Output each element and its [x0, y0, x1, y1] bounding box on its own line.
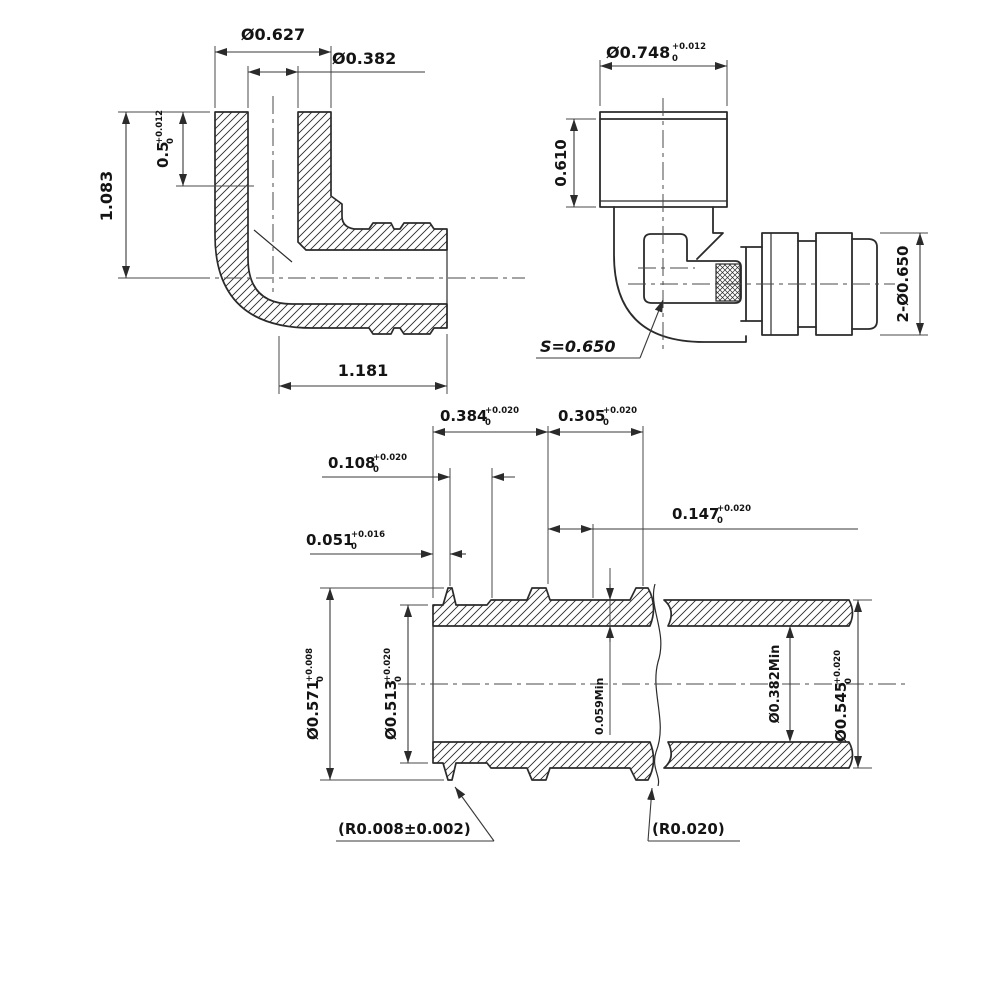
- svg-text:Ø0.571: Ø0.571: [304, 680, 322, 740]
- svg-text:Ø0.627: Ø0.627: [241, 25, 305, 44]
- dim-socket-depth: 0.5 +0.012 0: [154, 110, 254, 187]
- svg-text:0: 0: [373, 465, 379, 475]
- svg-text:+0.012: +0.012: [672, 42, 706, 52]
- detail-top-wall-left: [432, 587, 655, 627]
- elbow-section-wall-left: [214, 111, 448, 335]
- dim-cap-height: 0.610: [552, 118, 596, 208]
- svg-text:0.059Min: 0.059Min: [593, 678, 606, 735]
- svg-text:0: 0: [672, 54, 678, 64]
- dim-barb-length-1: 0.384 +0.020 0: [432, 406, 549, 598]
- dim-tip-chamfer-length: 0.051 +0.016 0: [306, 530, 466, 558]
- svg-text:0.108: 0.108: [328, 454, 375, 472]
- view-front-section: Ø0.627 Ø0.382 1.083 0.5 +0.012 0: [97, 25, 525, 394]
- dim-tip-length: 0.108 +0.020 0: [322, 453, 515, 598]
- dim-bore-diameter-min: Ø0.382Min: [768, 626, 794, 742]
- svg-text:0.305: 0.305: [558, 407, 605, 425]
- svg-text:+0.016: +0.016: [351, 530, 385, 540]
- svg-text:0: 0: [316, 676, 326, 682]
- body-outer-curve: [613, 206, 747, 343]
- svg-text:0: 0: [166, 138, 176, 144]
- svg-text:0: 0: [394, 676, 404, 682]
- svg-text:0: 0: [351, 542, 357, 552]
- dim-tip-diameter: Ø0.513 +0.020 0: [382, 604, 428, 764]
- svg-text:0: 0: [844, 678, 854, 684]
- detail-bottom-wall-left: [432, 741, 655, 781]
- svg-text:+0.012: +0.012: [155, 110, 165, 144]
- dim-body-diameter: Ø0.545 +0.020 0: [832, 599, 872, 769]
- svg-text:1.083: 1.083: [97, 171, 116, 222]
- body-right-chamfer: [696, 206, 724, 260]
- detail-bottom-wall-right: [663, 741, 854, 769]
- svg-text:0: 0: [717, 516, 723, 526]
- dim-socket-bore-diameter: Ø0.382: [247, 49, 425, 108]
- svg-text:0: 0: [603, 418, 609, 428]
- svg-text:S=0.650: S=0.650: [540, 337, 616, 356]
- dim-barb-outer-diameter: 2-Ø0.650: [880, 232, 928, 336]
- svg-text:(R0.020): (R0.020): [652, 820, 725, 838]
- detail-top-wall-right: [663, 599, 854, 627]
- view-side-profile: Ø0.748 +0.012 0 0.610 S=0.650 2-Ø0.650: [536, 42, 928, 359]
- dim-hex-across-flats: S=0.650: [536, 299, 664, 359]
- svg-text:+0.020: +0.020: [485, 406, 519, 416]
- svg-text:0.051: 0.051: [306, 531, 353, 549]
- svg-text:Ø0.545: Ø0.545: [832, 682, 850, 742]
- svg-text:Ø0.382: Ø0.382: [332, 49, 396, 68]
- svg-text:Ø0.748: Ø0.748: [606, 43, 670, 62]
- view-barb-detail: 0.384 +0.020 0 0.305 +0.020 0 0.108 +0.0…: [304, 406, 905, 842]
- svg-text:1.181: 1.181: [338, 361, 389, 380]
- svg-text:(R0.008±0.002): (R0.008±0.002): [338, 820, 471, 838]
- hex-boss-outline: [643, 233, 742, 304]
- svg-text:+0.008: +0.008: [305, 648, 315, 682]
- dim-barb-length-2: 0.305 +0.020 0: [548, 406, 644, 586]
- svg-text:+0.020: +0.020: [373, 453, 407, 463]
- svg-text:+0.020: +0.020: [383, 648, 393, 682]
- dim-groove-length: 0.147 +0.020 0: [548, 504, 858, 598]
- dim-socket-outer-diameter: Ø0.627: [214, 25, 332, 108]
- svg-text:+0.020: +0.020: [833, 650, 843, 684]
- crimp-knurl-detail: [715, 263, 741, 302]
- dim-barb-crest-diameter: Ø0.571 +0.008 0: [304, 587, 444, 781]
- svg-text:0: 0: [485, 418, 491, 428]
- bore-chamfer-edge: [253, 229, 293, 263]
- svg-text:0.384: 0.384: [440, 407, 487, 425]
- svg-text:2-Ø0.650: 2-Ø0.650: [894, 246, 912, 323]
- break-line: [652, 583, 662, 787]
- dim-overall-height: 1.083: [97, 111, 210, 279]
- cap-outline: [599, 111, 728, 208]
- dim-overall-length: 1.181: [278, 334, 448, 394]
- svg-text:0.147: 0.147: [672, 505, 719, 523]
- svg-text:Ø0.382Min: Ø0.382Min: [768, 645, 783, 724]
- callout-barb-radius: (R0.020): [647, 787, 740, 842]
- svg-text:0.610: 0.610: [552, 139, 570, 186]
- svg-text:+0.020: +0.020: [717, 504, 751, 514]
- elbow-section-wall-right: [297, 111, 448, 251]
- dim-cap-diameter: Ø0.748 +0.012 0: [599, 42, 728, 106]
- callout-tip-radius: (R0.008±0.002): [336, 786, 495, 842]
- svg-text:+0.020: +0.020: [603, 406, 637, 416]
- svg-text:Ø0.513: Ø0.513: [382, 680, 400, 740]
- svg-text:0.5: 0.5: [154, 141, 172, 168]
- dim-wall-thickness-min: 0.059Min: [593, 568, 614, 735]
